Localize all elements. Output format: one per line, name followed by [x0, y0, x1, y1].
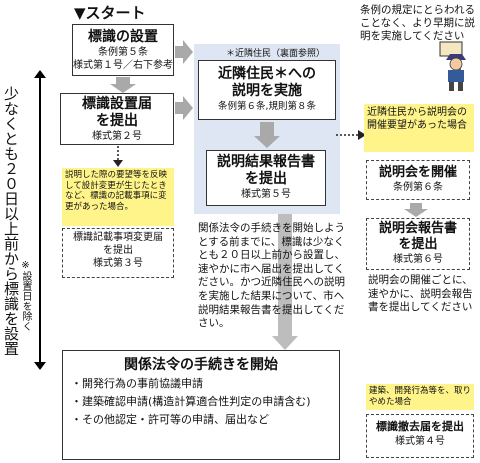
sign-install-box: 標識の設置 条例第５条 様式第１号／右下参考 — [72, 24, 174, 76]
panel-label: ＊近隣住民（裏面参照） — [226, 49, 326, 59]
sign-install-title: 標識の設置 — [88, 29, 158, 45]
result-title1: 説明結果報告書 — [217, 154, 315, 170]
law-procedure-item: ・その他認定・許可等の申請、届出など — [71, 413, 269, 426]
dotted-arrow-right — [336, 130, 366, 140]
person-with-sign-icon — [439, 41, 466, 91]
explanation-ref: 条例第６条,規則第８条 — [217, 101, 317, 112]
sign-report-title2: を提出 — [96, 113, 138, 129]
sign-report-form: 様式第２号 — [92, 131, 142, 142]
meeting-report-box: 説明会報告書 を提出 様式第６号 — [366, 218, 470, 270]
sign-removal-title: 標識撤去届を提出 — [376, 420, 464, 433]
flow-arrow-down-1 — [110, 77, 136, 93]
meeting-report-title1: 説明会報告書 — [378, 221, 457, 236]
cancel-note: 建築、開発行為等を、取りやめた場合 — [366, 384, 474, 410]
duration-vertical-subtext: ※設置日を除く — [20, 260, 31, 331]
meeting-ref: 条例第６条 — [393, 182, 443, 193]
meeting-report-form: 様式第６号 — [393, 254, 443, 265]
design-change-note: 説明した際の要望等を反映して設計変更が生じたときなど、標識の記載事項に変更があっ… — [62, 168, 174, 226]
neighbor-explanation-box: 近隣住民＊への 説明を実施 条例第６条,規則第８条 — [198, 60, 336, 120]
law-procedure-item: ・開発行為の事前協議申請 — [71, 377, 203, 390]
dotted-arrow-down — [113, 146, 123, 167]
explanation-title1: 近隣住民＊への — [218, 66, 316, 82]
duration-double-arrow — [34, 70, 46, 370]
flow-arrow-down-2 — [254, 122, 280, 148]
sign-report-title1: 標識設置届 — [82, 96, 152, 112]
law-procedure-item: ・建築確認申請(構造計算適合性判定の申請含む) — [71, 395, 311, 408]
procedure-notice-text: 関係法令の手続きを開始しようとする前までに、標識は少なくとも２０日以上前から設置… — [198, 222, 345, 330]
explanation-title2: 説明を実施 — [232, 83, 302, 99]
flow-arrow-right-2 — [175, 96, 193, 120]
sign-change-title2: を提出 — [103, 245, 133, 256]
sign-report-box: 標識設置届 を提出 様式第２号 — [60, 93, 174, 145]
law-procedure-title: 関係法令の手続きを開始 — [124, 357, 278, 373]
meeting-report-notice: 説明会の開催ごとに、速やかに、説明会報告書を提出してください — [368, 274, 473, 314]
meeting-request-note: 近隣住民から説明会の開催要望があった場合 — [364, 104, 474, 152]
flow-arrow-down-3 — [404, 203, 428, 217]
sign-change-title1: 標識記載事項変更届 — [73, 232, 163, 243]
sign-change-form: 様式第３号 — [93, 258, 143, 269]
sign-removal-form: 様式第４号 — [395, 436, 445, 447]
meeting-report-title2: を提出 — [398, 237, 438, 252]
result-report-box: 説明結果報告書 を提出 様式第５号 — [206, 150, 326, 206]
sign-removal-box: 標識撤去届を提出 様式第４号 — [366, 414, 474, 458]
flow-arrow-right-1 — [175, 40, 193, 64]
result-form: 様式第５号 — [241, 189, 291, 200]
sign-install-ref: 条例第５条 — [98, 47, 148, 58]
early-explanation-note: 条例の規定にとらわれることなく、より早期に説明を実施してください — [360, 4, 475, 42]
duration-vertical-text: 少なくとも２０日以上前から標識を設置 — [2, 86, 20, 356]
result-title2: を提出 — [245, 171, 287, 187]
sign-change-box: 標識記載事項変更届 を提出 様式第３号 — [62, 228, 174, 278]
meeting-title: 説明会を開催 — [378, 165, 457, 180]
law-procedure-box: 関係法令の手続きを開始 ・開発行為の事前協議申請 ・建築確認申請(構造計算適合性… — [62, 350, 340, 460]
flow-arrow-down-main — [272, 214, 298, 350]
sign-install-form: 様式第１号／右下参考 — [73, 60, 173, 71]
meeting-box: 説明会を開催 条例第６条 — [366, 160, 470, 200]
start-label: ▼スタート — [74, 4, 146, 22]
